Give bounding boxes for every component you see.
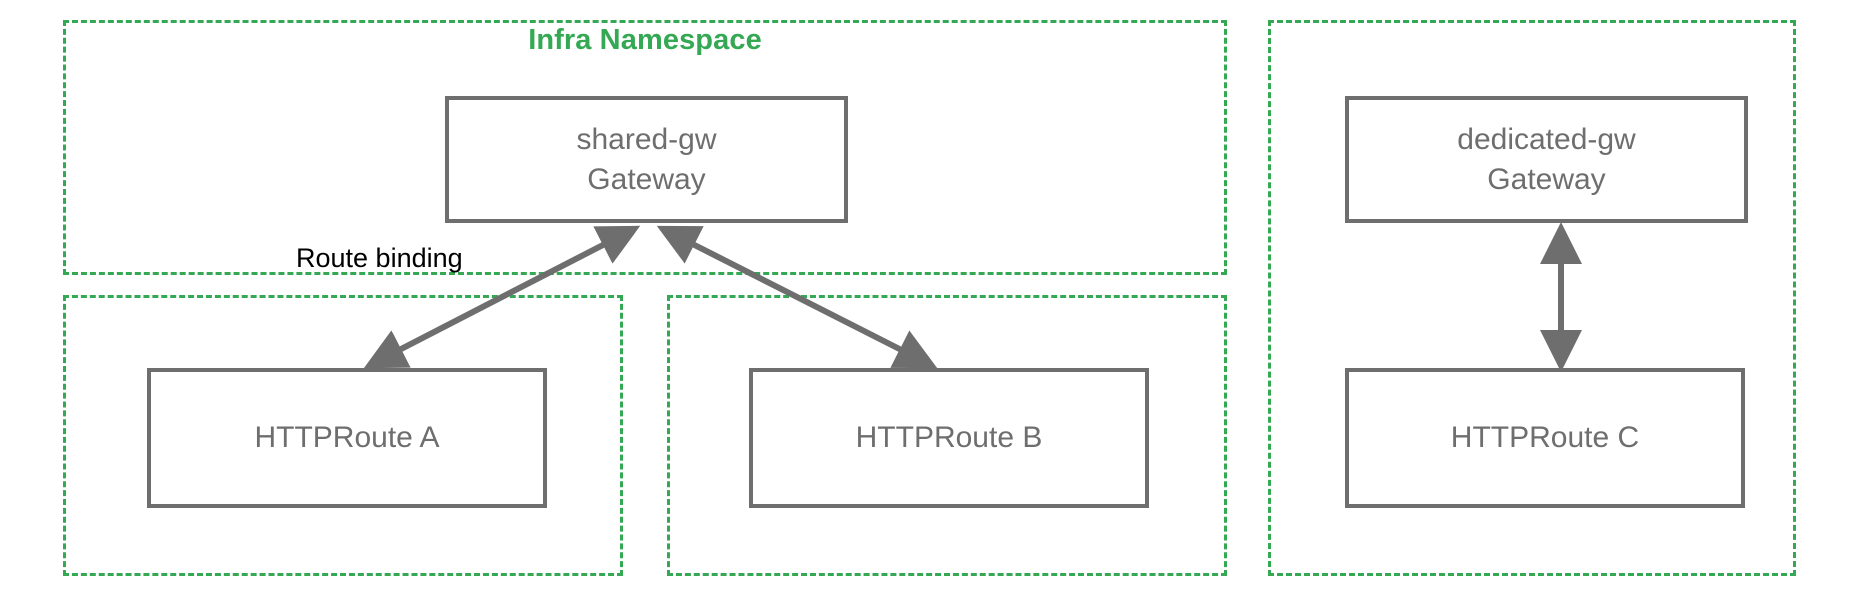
node-shared-gw-gateway-label: shared-gw Gateway (576, 122, 717, 196)
node-dedicated-gw-gateway-label: dedicated-gw Gateway (1457, 122, 1636, 196)
node-httproute-b-label: HTTPRoute B (855, 421, 1043, 455)
node-httproute-a[interactable]: HTTPRoute A (147, 368, 547, 508)
namespace-c (1268, 20, 1796, 576)
namespace-a (63, 295, 623, 576)
namespace-infra-label: Infra Namespace (528, 24, 762, 56)
node-httproute-c-label: HTTPRoute C (1450, 421, 1640, 455)
node-dedicated-gw-gateway[interactable]: dedicated-gw Gateway (1345, 96, 1748, 223)
node-httproute-a-label: HTTPRoute A (254, 421, 440, 455)
node-shared-gw-gateway[interactable]: shared-gw Gateway (445, 96, 848, 223)
node-httproute-b[interactable]: HTTPRoute B (749, 368, 1149, 508)
node-httproute-c[interactable]: HTTPRoute C (1345, 368, 1745, 508)
namespace-b (667, 295, 1227, 576)
namespace-infra (63, 20, 1227, 275)
edge-label-route-binding: Route binding (296, 243, 463, 273)
